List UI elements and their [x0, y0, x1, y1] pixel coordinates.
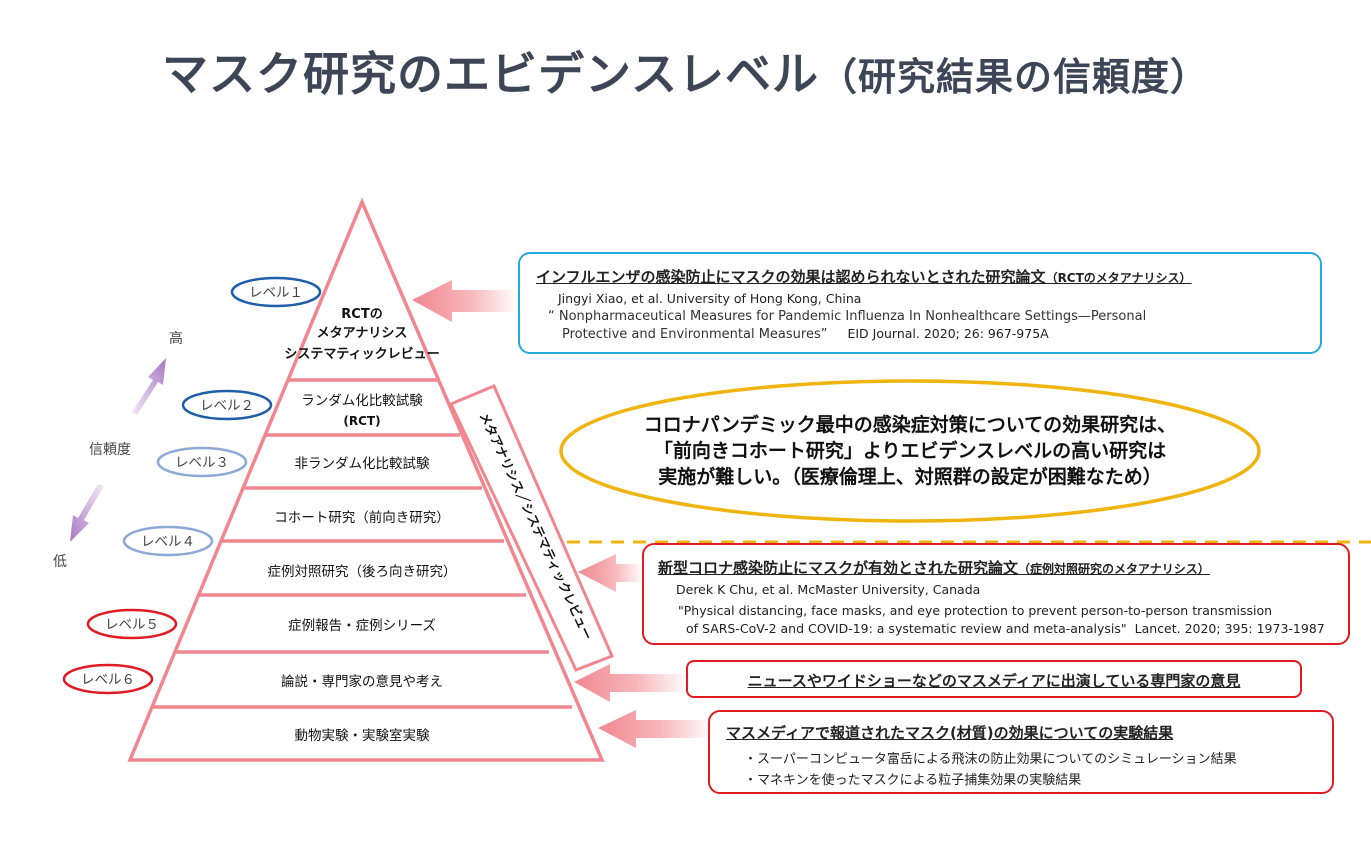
box4-heading: マスメディアで報道されたマスク(材質)の効果についての実験結果: [726, 724, 1174, 742]
pyramid-dividers: [152, 378, 572, 709]
box1-author: Jingyi Xiao, et al. University of Hong K…: [558, 291, 862, 306]
box2-heading-small: （症例対照研究のメタアナリシス）: [1018, 562, 1210, 576]
box1-heading-small: （RCTのメタアナリシス）: [1045, 271, 1192, 285]
tier-1-line-2: メタアナリシス: [317, 326, 408, 341]
scale-high-label: 高: [169, 330, 183, 347]
tier-1-line-1: RCTの: [341, 307, 382, 322]
box1-heading: インフルエンザの感染防止にマスクの効果は認められないとされた研究論文（RCTのメ…: [536, 266, 1304, 287]
title-main: マスク研究のエビデンスレベル: [161, 47, 820, 101]
level-1-label: レベル１: [249, 285, 303, 301]
level-5: レベル５: [86, 608, 178, 640]
box2-heading: 新型コロナ感染防止にマスクが有効とされた研究論文（症例対照研究のメタアナリシス）: [658, 557, 1334, 578]
ellipse-line-1: コロナパンデミック最中の感染症対策についての効果研究は、: [643, 414, 1177, 436]
tier-4-line-1: コホート研究（前向き研究）: [274, 509, 450, 526]
box4-item-2: ・マネキンを使ったマスクによる粒子捕集効果の実験結果: [744, 773, 1082, 788]
box3-heading: ニュースやワイドショーなどのマスメディアに出演している専門家の意見: [747, 672, 1241, 690]
box1-quote-2: Protective and Environmental Measures”: [562, 327, 828, 342]
level-4-label: レベル４: [141, 534, 195, 550]
tier-3-line-1: 非ランダム化比較試験: [295, 456, 430, 472]
box1-journal: EID Journal. 2020; 26: 967-975A: [847, 326, 1049, 341]
tier-5-line-1: 症例対照研究（後ろ向き研究）: [268, 564, 457, 580]
level-5-label: レベル５: [105, 617, 159, 633]
gold-ellipse: [559, 379, 1261, 523]
ellipse-line-2: 「前向きコホート研究」よりエビデンスレベルの高い研究は: [653, 440, 1167, 462]
level-3: レベル３: [156, 446, 248, 478]
box1-heading-main: インフルエンザの感染防止にマスクの効果は認められないとされた研究論文: [536, 268, 1046, 286]
arrow-to-level-7: [598, 710, 712, 748]
tier-7-line-1: 論説・専門家の意見や考え: [281, 673, 443, 690]
tier-8-line-1: 動物実験・実験室実験: [295, 727, 430, 744]
tier-1-line-3: システマティックレビュー: [284, 346, 439, 362]
scale-arrow-down: [70, 484, 104, 542]
expert-opinion-box: ニュースやワイドショーなどのマスメディアに出演している専門家の意見: [686, 660, 1302, 698]
box2-journal: Lancet. 2020; 395: 1973-1987: [1134, 621, 1325, 636]
scale-label: 信頼度: [89, 442, 131, 458]
ellipse-line-3: 実施が難しい。（医療倫理上、対照群の設定が困難なため）: [658, 466, 1162, 488]
level-2: レベル２: [181, 389, 273, 421]
scale-arrow-up: [132, 358, 166, 415]
title-sub: （研究結果の信頼度）: [819, 55, 1210, 99]
page-title: マスク研究のエビデンスレベル（研究結果の信頼度）: [0, 38, 1371, 104]
box4-item-1: ・スーパーコンピュータ富岳による飛沫の防止効果についてのシミュレーション結果: [744, 752, 1237, 767]
box1-quote-1: “ Nonpharmaceutical Measures for Pandemi…: [548, 309, 1147, 324]
box2-author: Derek K Chu, et al. McMaster University,…: [676, 582, 981, 597]
box2-quote-1: "Physical distancing, face masks, and ey…: [678, 603, 1273, 618]
ellipse-text: コロナパンデミック最中の感染症対策についての効果研究は、 「前向きコホート研究」…: [560, 412, 1260, 490]
level-6-label: レベル６: [81, 672, 135, 688]
level-4: レベル４: [122, 525, 214, 557]
tier-2-line-2: (RCT): [343, 414, 380, 428]
box2-quote-2: of SARS-CoV-2 and COVID-19: a systematic…: [686, 621, 1127, 636]
box1-quote-2-row: Protective and Environmental Measures” EI…: [536, 326, 1304, 342]
pyramid-outline: [127, 197, 605, 762]
level-2-label: レベル２: [200, 398, 254, 414]
experiment-box: マスメディアで報道されたマスク(材質)の効果についての実験結果 ・スーパーコンピ…: [708, 710, 1334, 794]
box2-quote-2-row: of SARS-CoV-2 and COVID-19: a systematic…: [658, 621, 1334, 636]
level-3-label: レベル３: [175, 455, 229, 471]
arrow-to-level-4: [578, 554, 644, 592]
side-label-box: [448, 384, 615, 672]
box2-heading-main: 新型コロナ感染防止にマスクが有効とされた研究論文: [658, 559, 1019, 577]
tier-6-line-1: 症例報告・症例シリーズ: [288, 618, 436, 634]
level-1: レベル１: [230, 276, 322, 308]
tier-2-line-1: ランダム化比較試験: [301, 393, 423, 409]
study-box-influenza: インフルエンザの感染防止にマスクの効果は認められないとされた研究論文（RCTのメ…: [518, 252, 1322, 354]
arrow-to-level-6: [574, 664, 688, 702]
arrow-to-level-1: [412, 280, 518, 322]
level-6: レベル６: [62, 663, 154, 695]
study-box-covid: 新型コロナ感染防止にマスクが有効とされた研究論文（症例対照研究のメタアナリシス）…: [642, 543, 1350, 645]
scale-low-label: 低: [53, 554, 67, 570]
